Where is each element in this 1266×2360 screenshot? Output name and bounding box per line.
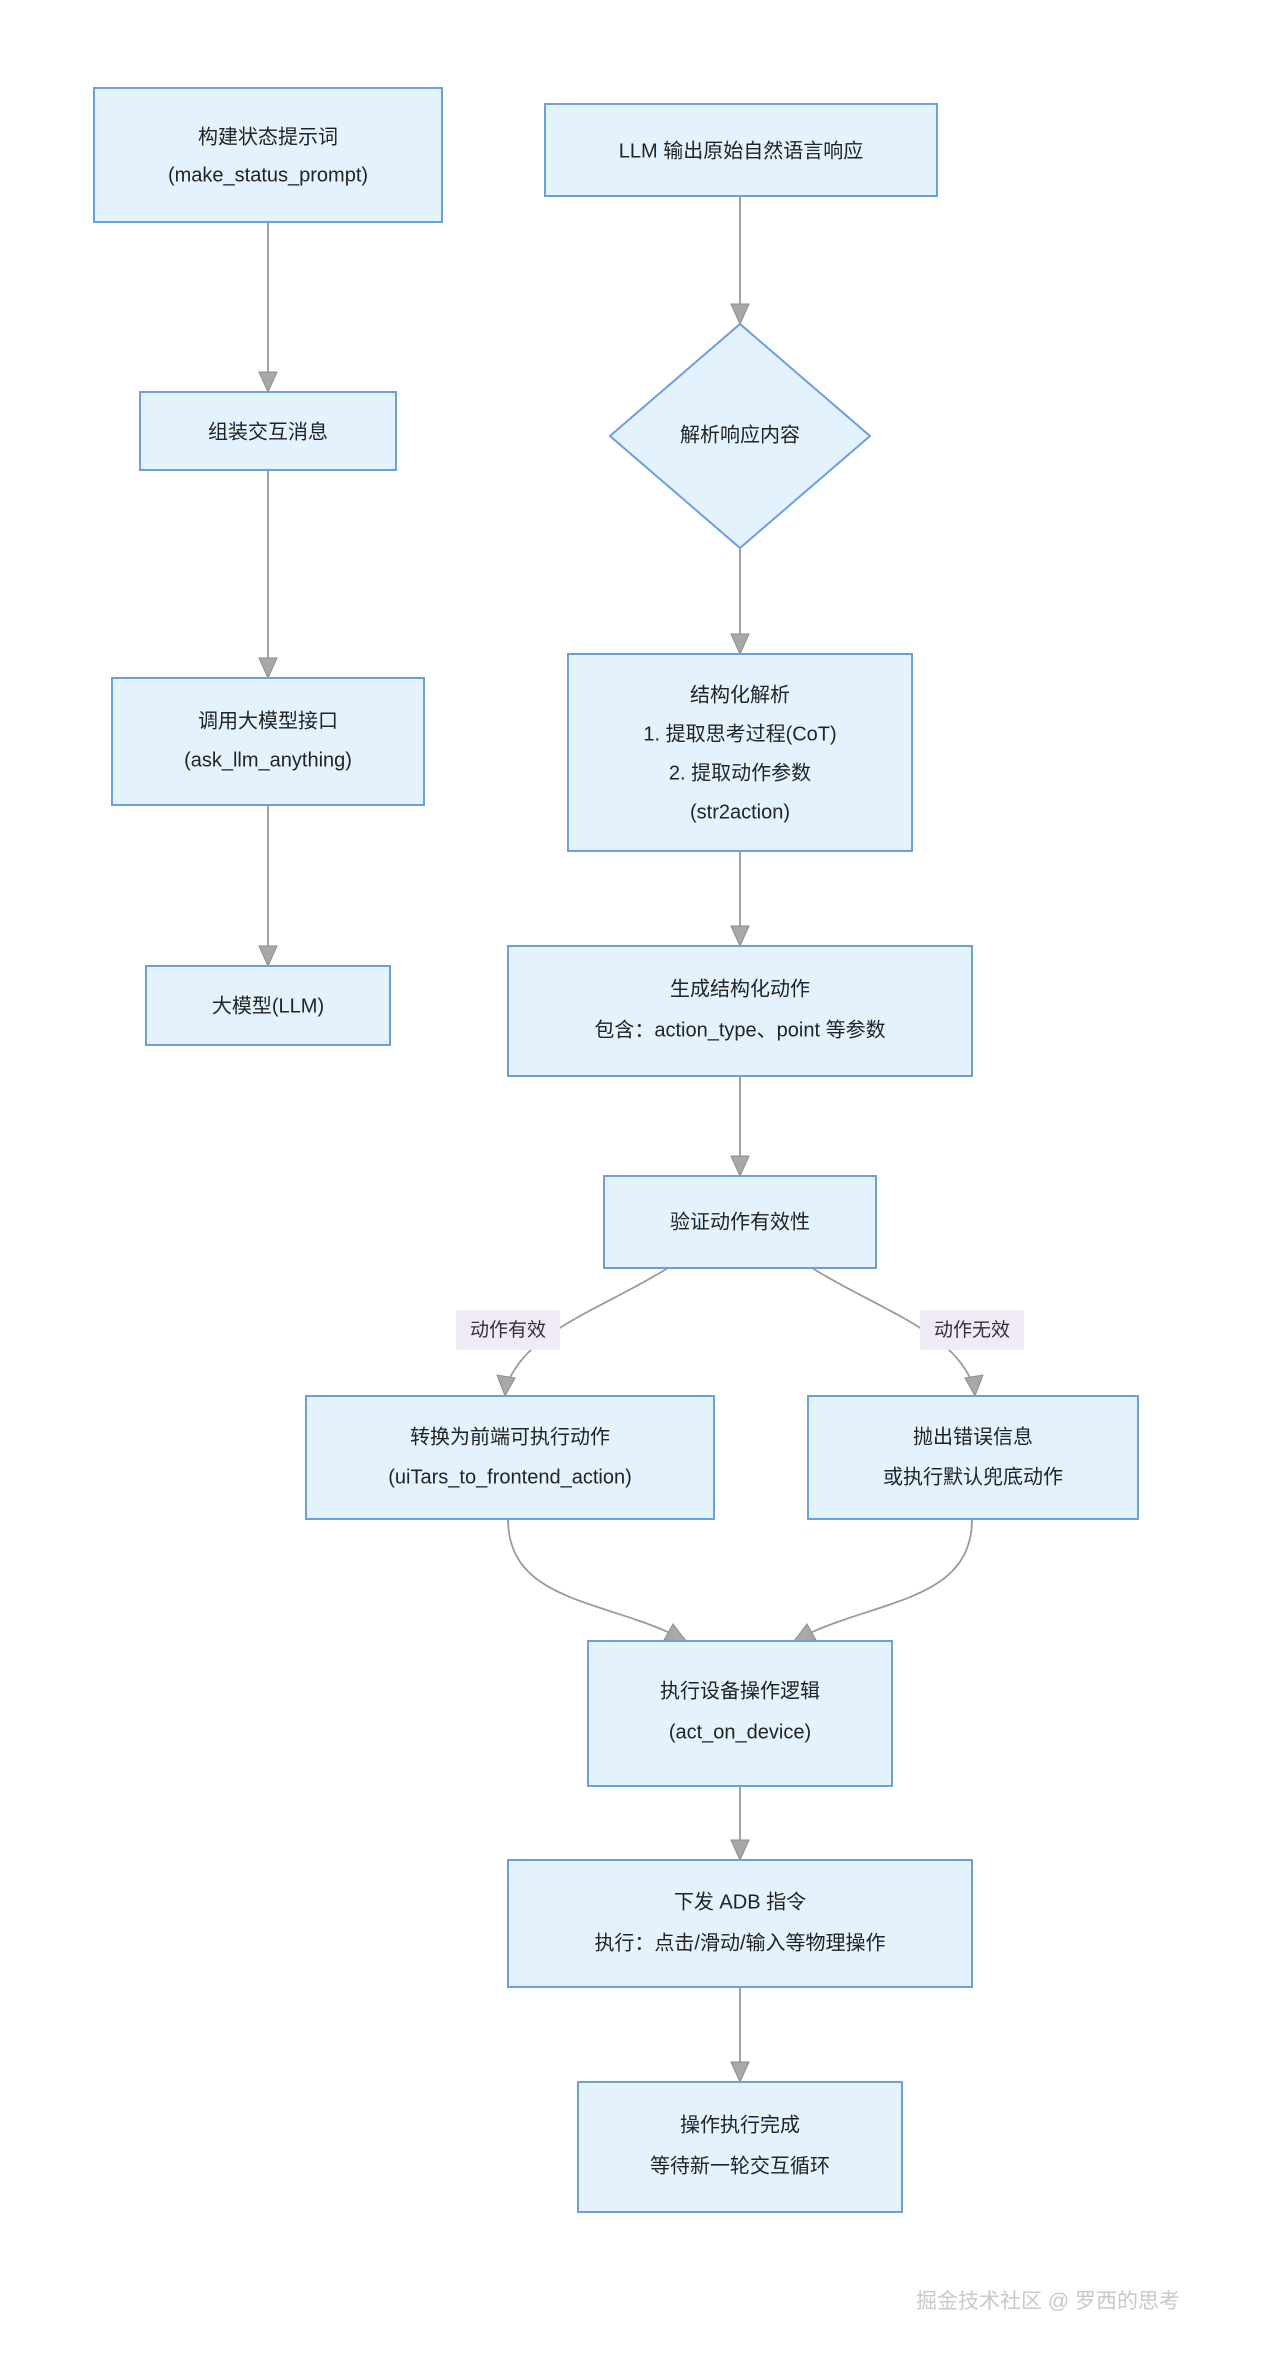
watermark-text: 掘金技术社区 @ 罗西的思考 [916,2290,1180,2313]
node-structured-parse[interactable]: 结构化解析 1. 提取思考过程(CoT) 2. 提取动作参数 (str2acti… [567,653,913,852]
node-parse-response[interactable]: 解析响应内容 [608,322,872,550]
node-throw-error[interactable]: 抛出错误信息 或执行默认兜底动作 [807,1395,1139,1520]
node-make-status-prompt-line-1: (make_status_prompt) [168,164,368,186]
edge-assemble-to-askllm [258,470,278,680]
node-llm[interactable]: 大模型(LLM) [145,965,391,1046]
node-validate-action-line-0: 验证动作有效性 [670,1210,810,1233]
node-done-line-1: 等待新一轮交互循环 [650,2154,830,2177]
edge-labels-layer: 动作有效 动作无效 [456,1310,1024,1350]
node-llm-line-0: 大模型(LLM) [212,994,324,1017]
node-to-frontend-action-line-1: (uiTars_to_frontend_action) [388,1466,631,1488]
node-to-frontend-action-line-0: 转换为前端可执行动作 [410,1425,610,1448]
edge-label-valid-text: 动作有效 [470,1319,546,1341]
edge-askllm-to-llm [258,805,278,968]
node-structured-parse-line-2: 2. 提取动作参数 [669,761,811,784]
node-validate-action[interactable]: 验证动作有效性 [603,1175,877,1269]
node-structured-parse-line-0: 结构化解析 [690,683,790,706]
edge-label-invalid-text: 动作无效 [934,1319,1010,1341]
node-throw-error-line-0: 抛出错误信息 [913,1425,1033,1448]
edge-validate-to-frontend [496,1267,669,1398]
node-ask-llm-line-0: 调用大模型接口 [198,709,338,732]
node-adb-command-line-0: 下发 ADB 指令 [674,1890,806,1913]
node-make-status-prompt-line-0: 构建状态提示词 [198,125,338,148]
node-generate-action[interactable]: 生成结构化动作 包含：action_type、point 等参数 [507,945,973,1077]
node-generate-action-line-1: 包含：action_type、point 等参数 [594,1018,885,1041]
node-assemble-messages[interactable]: 组装交互消息 [139,391,397,471]
nodes-layer: 构建状态提示词 (make_status_prompt) 组装交互消息 调用大模… [93,87,1139,2213]
edge-adb-to-done [730,1987,750,2084]
node-act-on-device[interactable]: 执行设备操作逻辑 (act_on_device) [587,1640,893,1787]
node-to-frontend-action[interactable]: 转换为前端可执行动作 (uiTars_to_frontend_action) [305,1395,715,1520]
edge-generate-to-validate [730,1076,750,1178]
edge-error-to-device [792,1518,973,1642]
node-structured-parse-line-3: (str2action) [690,801,790,823]
edge-rawoutput-to-parse [730,196,750,326]
edge-prompt-to-assemble [258,222,278,394]
node-act-on-device-line-1: (act_on_device) [669,1721,811,1743]
node-adb-command-line-1: 执行：点击/滑动/输入等物理操作 [594,1931,885,1954]
node-done-line-0: 操作执行完成 [680,2113,800,2136]
node-make-status-prompt[interactable]: 构建状态提示词 (make_status_prompt) [93,87,443,223]
edge-label-valid: 动作有效 [456,1310,560,1350]
node-assemble-messages-line-0: 组装交互消息 [208,420,328,443]
node-done[interactable]: 操作执行完成 等待新一轮交互循环 [577,2081,903,2213]
edge-validate-to-error [811,1267,984,1398]
edges-layer [258,196,984,2084]
edge-device-to-adb [730,1786,750,1862]
edge-structured-to-generate [730,851,750,948]
edge-frontend-to-device [507,1518,688,1642]
node-llm-raw-output-line-0: LLM 输出原始自然语言响应 [619,139,863,162]
node-parse-response-line-0: 解析响应内容 [680,423,800,446]
node-ask-llm-line-1: (ask_llm_anything) [184,749,352,771]
node-generate-action-line-0: 生成结构化动作 [670,977,810,1000]
edge-parse-to-structured [730,548,750,656]
node-adb-command[interactable]: 下发 ADB 指令 执行：点击/滑动/输入等物理操作 [507,1859,973,1988]
node-llm-raw-output[interactable]: LLM 输出原始自然语言响应 [544,103,938,197]
node-throw-error-line-1: 或执行默认兜底动作 [883,1465,1063,1488]
edge-label-invalid: 动作无效 [920,1310,1024,1350]
node-structured-parse-line-1: 1. 提取思考过程(CoT) [643,722,836,745]
node-act-on-device-line-0: 执行设备操作逻辑 [660,1679,820,1702]
node-ask-llm[interactable]: 调用大模型接口 (ask_llm_anything) [111,677,425,806]
